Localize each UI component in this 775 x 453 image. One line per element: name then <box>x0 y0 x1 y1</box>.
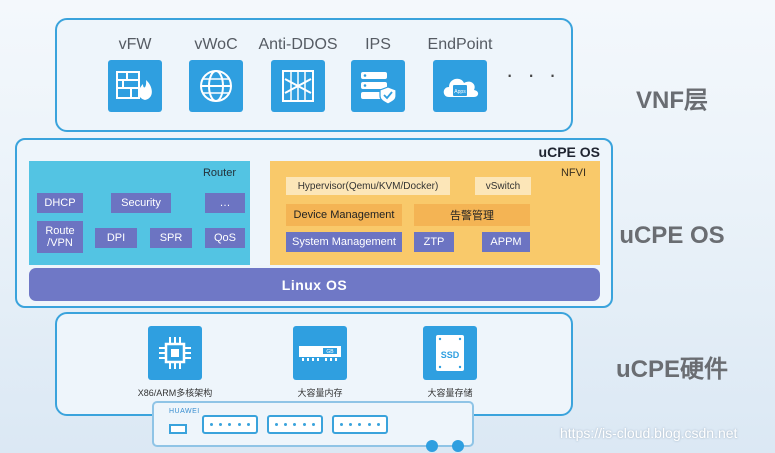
qos-cell: QoS <box>205 228 245 248</box>
vnf-item-ips: IPS <box>333 36 423 112</box>
svg-text:Apps: Apps <box>454 89 466 95</box>
dhcp-cell: DHCP <box>37 193 83 213</box>
route-vpn-line2: /VPN <box>47 237 73 249</box>
vswitch-box: vSwitch <box>475 177 531 195</box>
hw-label: 大容量存储 <box>427 388 473 398</box>
hw-item-memory: GB 大容量内存 <box>270 326 370 399</box>
shield-grid-icon <box>271 60 325 112</box>
hw-item-storage: SSD 大容量存储 <box>400 326 500 399</box>
vnf-item-vwoc: vWoC <box>171 36 261 112</box>
globe-icon <box>189 60 243 112</box>
vnf-label: EndPoint <box>427 36 493 53</box>
ztp-box: ZTP <box>414 232 454 252</box>
alarm-management-box: 告警管理 <box>414 204 530 226</box>
ssd-chip-text: SSD <box>441 350 460 360</box>
firewall-icon <box>108 60 162 112</box>
appm-box: APPM <box>482 232 530 252</box>
ethernet-port-icon <box>267 415 323 434</box>
device-brand-label: HUAWEI <box>169 408 200 415</box>
cloud-apps-icon: Apps <box>433 60 487 112</box>
hw-label: X86/ARM多核架构 <box>137 388 213 398</box>
route-vpn-line1: Route <box>45 225 75 237</box>
cpu-chip-icon <box>148 326 202 380</box>
dpi-cell: DPI <box>95 228 137 248</box>
vnf-item-endpoint: EndPoint Apps <box>415 36 505 112</box>
hw-label: 大容量内存 <box>297 388 343 398</box>
watermark-text: https://is-cloud.blog.csdn.net <box>560 425 738 441</box>
usb-port-icon <box>169 424 187 434</box>
vnf-item-vfw: vFW <box>90 36 180 112</box>
ssd-icon: SSD <box>423 326 477 380</box>
memory-module-icon: GB <box>293 326 347 380</box>
linux-os-bar: Linux OS <box>29 268 600 301</box>
more-vnf-ellipsis: · · · <box>506 62 561 87</box>
nfvi-module: NFVI Hypervisor(Qemu/KVM/Docker) vSwitch… <box>270 161 600 265</box>
vnf-label: Anti-DDOS <box>258 36 338 53</box>
route-vpn-cell: Route /VPN <box>37 221 83 253</box>
hardware-layer-label: uCPE硬件 <box>615 356 728 383</box>
vnf-item-anti-ddos: Anti-DDOS <box>253 36 343 112</box>
ethernet-port-icon <box>332 415 388 434</box>
router-title: Router <box>202 167 236 179</box>
ethernet-port-icon <box>202 415 258 434</box>
spr-cell: SPR <box>150 228 192 248</box>
device-management-box: Device Management <box>286 204 402 226</box>
vnf-layer-label: VNF层 <box>636 87 708 114</box>
vnf-layer-panel: vFW vWoC Anti-DDOS <box>55 18 573 132</box>
hw-item-cpu: X86/ARM多核架构 <box>125 326 225 399</box>
system-management-box: System Management <box>286 232 402 252</box>
ellipsis-cell: … <box>205 193 245 213</box>
server-shield-icon <box>351 60 405 112</box>
security-cell: Security <box>111 193 171 213</box>
memory-chip-text: GB <box>326 349 334 355</box>
device-foot-icon <box>452 440 464 452</box>
ucpe-os-layer-label: uCPE OS <box>619 222 725 249</box>
vnf-label: IPS <box>365 36 391 53</box>
vnf-label: vWoC <box>194 36 238 53</box>
nfvi-title: NFVI <box>560 167 586 179</box>
device-foot-icon <box>426 440 438 452</box>
hypervisor-box: Hypervisor(Qemu/KVM/Docker) <box>286 177 450 195</box>
router-module: Router DHCP Security … Route /VPN DPI SP… <box>29 161 250 265</box>
ucpe-os-title: uCPE OS <box>538 144 600 160</box>
vnf-label: vFW <box>118 36 152 53</box>
